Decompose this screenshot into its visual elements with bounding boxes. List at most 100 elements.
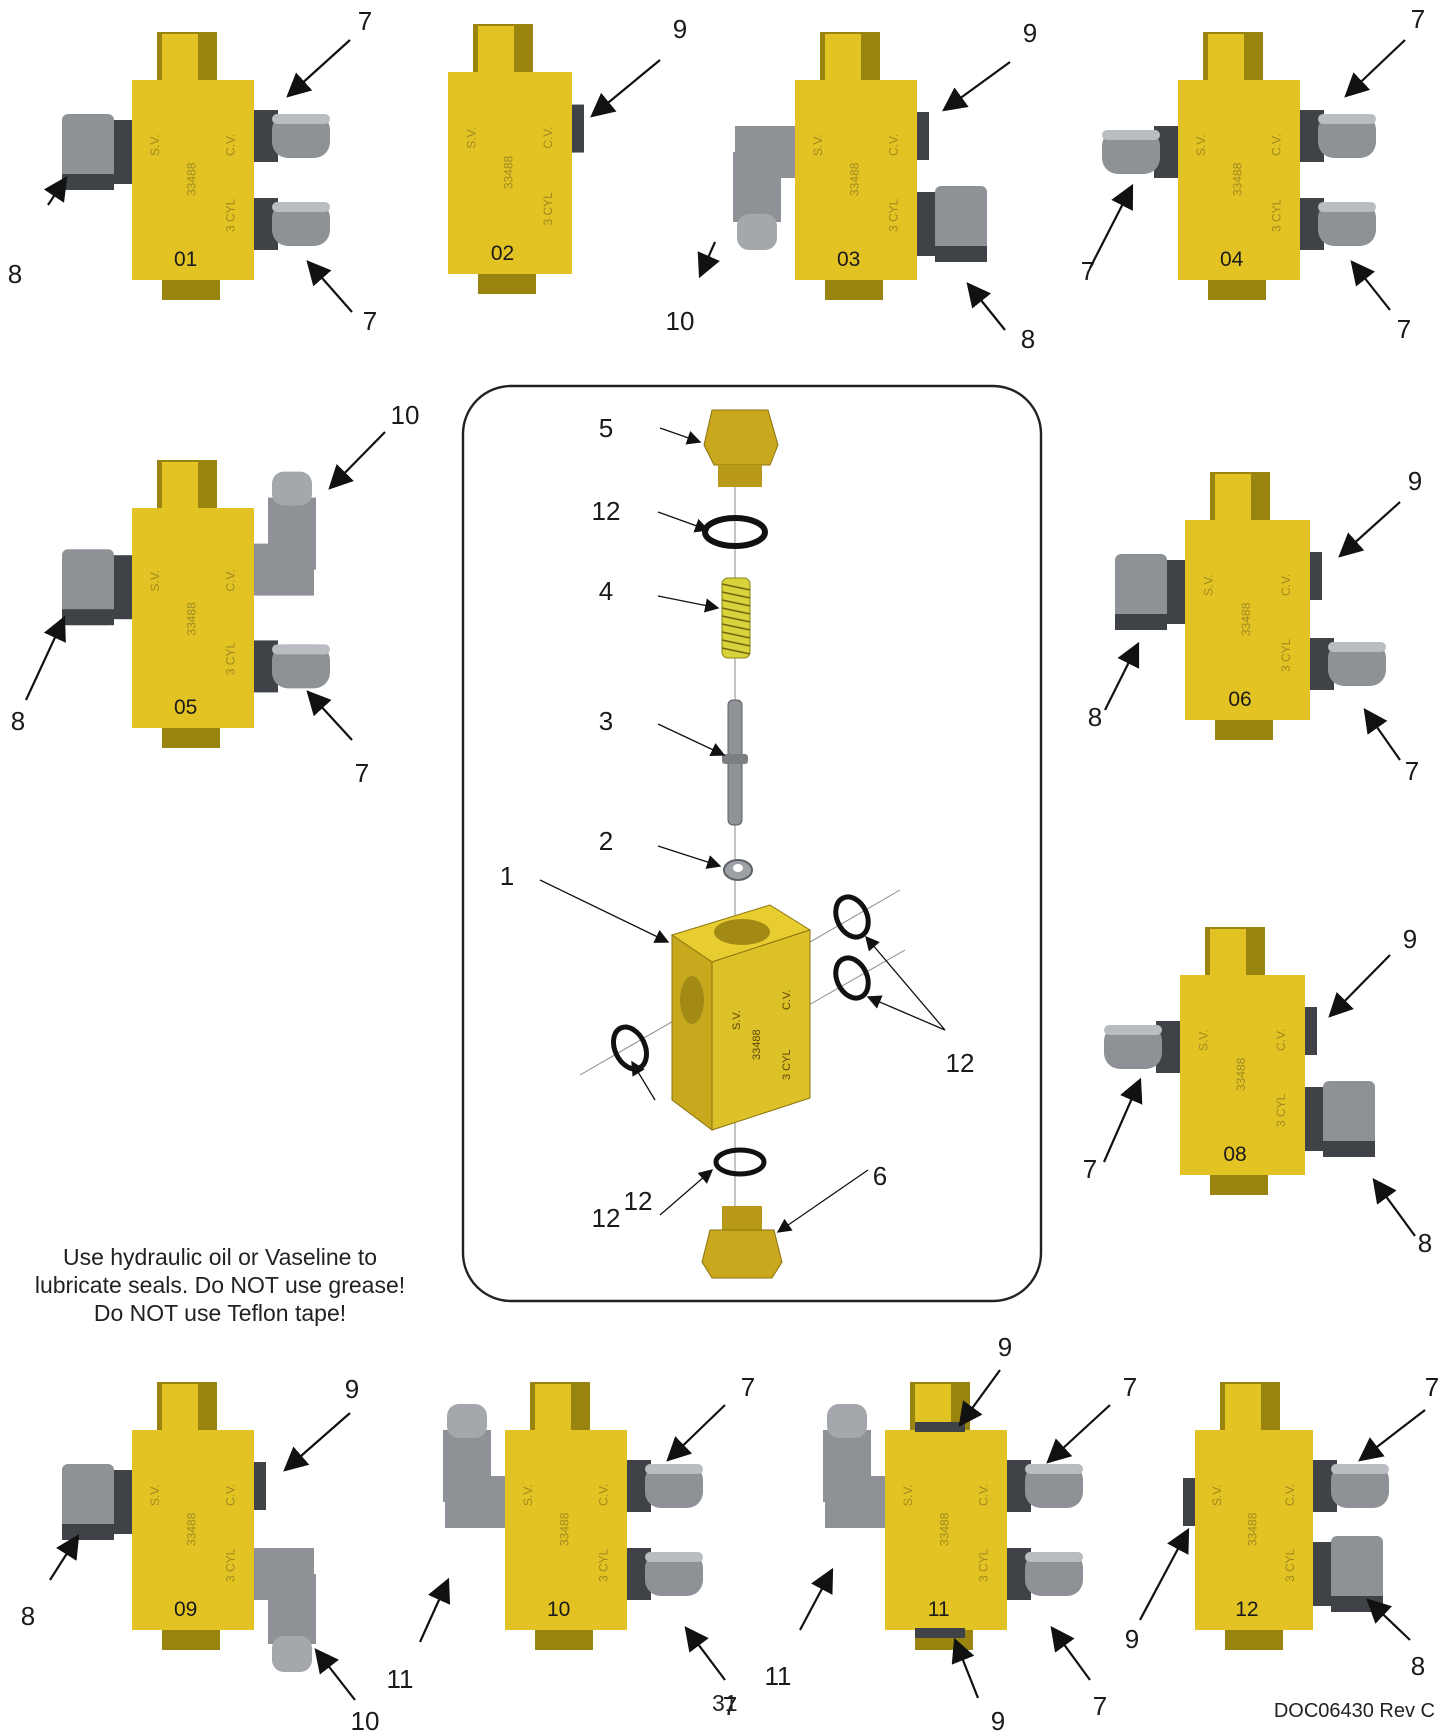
- valve-block: [132, 80, 254, 280]
- callout-arrow: [1102, 1077, 1143, 1163]
- part-12-oring-side: [833, 955, 871, 1001]
- fitting-highlight: [1025, 1552, 1083, 1562]
- leader-line: [866, 995, 946, 1031]
- elbow-tip: [272, 1636, 312, 1672]
- fitting-body: [1318, 202, 1376, 246]
- leader-line: [657, 595, 720, 613]
- fitting-body: [645, 1464, 703, 1508]
- marking-part-number: 33488: [1234, 1057, 1248, 1091]
- fitting-body: [1104, 1025, 1162, 1069]
- callout-arrow: [1358, 1409, 1426, 1462]
- part-3-collar: [722, 754, 748, 764]
- leader-line: [776, 1169, 869, 1233]
- fitting-body: [1328, 642, 1386, 686]
- callout-label: 7: [358, 6, 372, 36]
- marking-cv: C.V.: [541, 127, 555, 149]
- callout-arrow: [966, 282, 1006, 331]
- swivel-nut: [62, 114, 114, 190]
- port-plug: [572, 104, 584, 153]
- callout-label: 7: [1397, 314, 1411, 344]
- document-id: DOC06430 Rev C: [1273, 1700, 1435, 1722]
- callout-label: 8: [1418, 1228, 1432, 1258]
- marking-sv: S.V.: [148, 570, 162, 592]
- fitting-highlight: [1318, 114, 1376, 124]
- callout-arrow: [590, 59, 661, 118]
- top-plug-face: [162, 1384, 198, 1434]
- swivel-nut-shadow: [1323, 1141, 1375, 1157]
- callout-arrow: [1344, 39, 1406, 98]
- spring-coil: [721, 623, 751, 631]
- marking-part-number: 33488: [847, 162, 861, 196]
- callout-arrow: [1366, 1598, 1411, 1641]
- fitting-highlight: [272, 202, 330, 212]
- callout-label: 7: [355, 758, 369, 788]
- callout-label: 7: [1093, 1691, 1107, 1721]
- variant-number: 03: [837, 248, 860, 271]
- marking-3-cyl: 3 CYL: [596, 1548, 610, 1582]
- part-1-marking-sv: S.V.: [731, 1010, 743, 1030]
- elbow-leg: [733, 152, 781, 222]
- variant-number: 11: [928, 1598, 950, 1621]
- exploded-frame: [461, 384, 1043, 1303]
- callout-label: 8: [11, 706, 25, 736]
- callout-arrow: [43, 175, 68, 206]
- callout-arrow: [697, 241, 720, 279]
- top-plug-face: [825, 34, 861, 84]
- variant-number: 08: [1223, 1143, 1246, 1166]
- callout-arrow: [49, 1533, 80, 1581]
- callout-label: 8: [1021, 324, 1035, 354]
- spring-coil: [721, 631, 751, 639]
- callout-arrow: [1089, 183, 1134, 269]
- marking-3-cyl: 3 CYL: [1274, 1093, 1288, 1127]
- port-plug: [254, 1462, 266, 1510]
- marking-sv: S.V.: [1210, 1484, 1224, 1506]
- port-plug: [1310, 552, 1322, 600]
- part-1-front: [711, 929, 811, 1131]
- variant-number: 06: [1228, 688, 1251, 711]
- valve-block: [1180, 975, 1305, 1175]
- variant-number: 12: [1235, 1598, 1258, 1621]
- marking-3-cyl: 3 CYL: [1283, 1548, 1297, 1582]
- callout-label: 7: [1123, 1372, 1137, 1402]
- callout-arrow: [1363, 708, 1401, 761]
- swivel-nut-shadow: [1331, 1596, 1383, 1612]
- callout-label: 11: [765, 1661, 792, 1691]
- swivel-collar: [1305, 1087, 1325, 1151]
- valve-block: [505, 1430, 627, 1630]
- top-plug-face: [1210, 929, 1246, 979]
- valve-block: [132, 508, 254, 728]
- marking-sv: S.V.: [464, 127, 478, 149]
- callout-arrow: [1372, 1178, 1416, 1237]
- marking-part-number: 33488: [557, 1512, 571, 1546]
- swivel-nut: [1331, 1536, 1383, 1612]
- callout-label: 9: [991, 1706, 1005, 1733]
- spring-coil: [721, 647, 751, 655]
- swivel-nut: [62, 1464, 114, 1540]
- valve-block: [795, 80, 917, 280]
- fitting-body: [645, 1552, 703, 1596]
- valve-block: [132, 1430, 254, 1630]
- fitting-highlight: [1025, 1464, 1083, 1474]
- leader-line: [657, 723, 726, 757]
- callout-label: 9: [998, 1332, 1012, 1362]
- part-label: 12: [592, 1203, 621, 1233]
- fitting-highlight: [1318, 202, 1376, 212]
- swivel-collar: [112, 120, 132, 184]
- elbow-tip: [447, 1404, 487, 1438]
- lubrication-note: Use hydraulic oil or Vaseline to lubrica…: [0, 1243, 440, 1327]
- elbow-tip: [737, 214, 777, 250]
- marking-cv: C.V.: [596, 1484, 610, 1506]
- swivel-collar: [917, 192, 937, 256]
- marking-part-number: 33488: [937, 1512, 951, 1546]
- swivel-nut: [935, 186, 987, 262]
- callout-label: 7: [741, 1372, 755, 1402]
- valve-block: [1185, 520, 1310, 720]
- fitting-body: [1318, 114, 1376, 158]
- marking-cv: C.V.: [886, 134, 900, 156]
